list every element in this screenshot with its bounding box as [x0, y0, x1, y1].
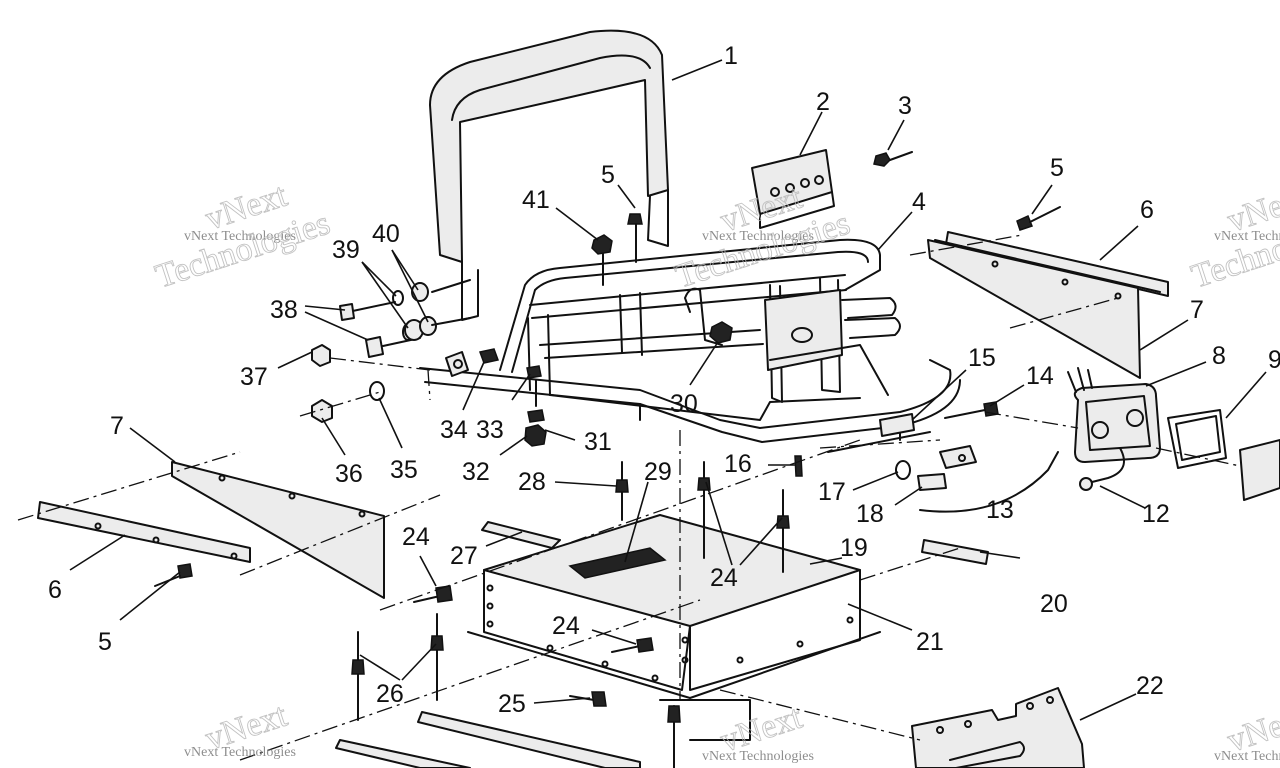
light-mount-hardware	[794, 401, 1059, 513]
stud-part-5-right	[1016, 206, 1061, 231]
bulb-part-12	[1079, 447, 1125, 491]
callout-8: 8	[1212, 342, 1226, 370]
stud-part-5-center	[627, 213, 643, 263]
callout-27: 27	[450, 542, 478, 570]
callout-15: 15	[968, 344, 996, 372]
callout-2: 2	[816, 88, 830, 116]
callout-7-right: 7	[1190, 296, 1204, 324]
callout-26: 26	[376, 680, 404, 708]
callout-29: 29	[644, 458, 672, 486]
callout-38: 38	[270, 296, 298, 324]
bolt-set-38-40	[339, 279, 471, 358]
callout-12: 12	[1142, 500, 1170, 528]
tail-light-lens	[1167, 409, 1280, 501]
callout-5-center: 5	[601, 161, 615, 189]
callout-34: 34	[440, 416, 468, 444]
battery-pad-part-29	[568, 547, 667, 579]
callout-7-left: 7	[110, 412, 124, 440]
svg-text:vNext Technologies: vNext Technologies	[702, 749, 814, 764]
callout-36: 36	[335, 460, 363, 488]
watermark-bottom-center: vNext vNext Technologies	[702, 698, 814, 764]
svg-text:vNext Technologies: vNext Technologies	[702, 229, 814, 244]
callout-37: 37	[240, 363, 268, 391]
mounting-bracket	[751, 149, 835, 229]
callout-40: 40	[372, 220, 400, 248]
svg-text:vNext Technologies: vNext Technologies	[184, 745, 296, 760]
callout-19: 19	[840, 534, 868, 562]
svg-text:vNext Technologies: vNext Technologies	[1214, 229, 1280, 244]
svg-text:vNext Technologies: vNext Technologies	[1214, 749, 1280, 764]
bottom-rails	[335, 699, 751, 768]
callout-16: 16	[724, 450, 752, 478]
callout-5-left: 5	[98, 628, 112, 656]
callout-31: 31	[584, 428, 612, 456]
callout-leaders	[69, 59, 1267, 721]
watermark-bottom-right: vNext vNext Technologies	[1214, 698, 1280, 764]
callout-32: 32	[462, 458, 490, 486]
callout-3: 3	[898, 92, 912, 120]
callout-9: 9	[1268, 346, 1280, 374]
callout-24-right: 24	[710, 564, 738, 592]
plate-part-22	[911, 687, 1085, 768]
panel-right-part-7	[927, 239, 1141, 379]
svg-text:vNext Technologies: vNext Technologies	[184, 229, 296, 244]
panel-left-part-7	[171, 461, 385, 599]
callout-17: 17	[818, 478, 846, 506]
backrest-pad	[429, 29, 669, 321]
luggage-rack-frame	[499, 238, 901, 421]
callout-39: 39	[332, 236, 360, 264]
assembly-centerlines	[17, 234, 1241, 761]
callout-25: 25	[498, 690, 526, 718]
callout-5-right: 5	[1050, 154, 1064, 182]
watermark-bottom-left: vNext vNext Technologies	[184, 696, 296, 760]
hardware-small-set	[311, 344, 547, 447]
watermark-top-left: vNext vNext Technologies Technologies	[151, 176, 335, 296]
nut-part-3	[873, 151, 913, 167]
callout-18: 18	[856, 500, 884, 528]
callout-labels: 1 2 3 4 5 5 5 6 6 7 7 8 9 12 13 14 15 16…	[48, 42, 1280, 718]
watermark-top-right: vNext vNext Technologies Technologies	[1187, 178, 1280, 296]
callout-41: 41	[522, 186, 550, 214]
callout-22: 22	[1136, 672, 1164, 700]
callout-13: 13	[986, 496, 1014, 524]
callout-33: 33	[476, 416, 504, 444]
callout-28: 28	[518, 468, 546, 496]
strip-part-27	[481, 521, 561, 549]
nut-part-41	[591, 234, 613, 286]
nut-part-30	[709, 321, 733, 344]
callout-14: 14	[1026, 362, 1054, 390]
callout-4: 4	[912, 188, 926, 216]
callout-24-left: 24	[402, 523, 430, 551]
callout-20: 20	[1040, 590, 1068, 618]
callout-30: 30	[670, 390, 698, 418]
callout-6-left: 6	[48, 576, 62, 604]
rail-right-part-6	[934, 231, 1169, 297]
battery-box-part-19	[467, 514, 881, 699]
callout-35: 35	[390, 456, 418, 484]
callout-24-bottom: 24	[552, 612, 580, 640]
strip-part-20	[921, 539, 989, 565]
stud-part-5-left	[154, 563, 193, 587]
rail-left-part-6	[37, 501, 251, 563]
callout-1: 1	[724, 42, 738, 70]
callout-21: 21	[916, 628, 944, 656]
washer-nut-35-36	[299, 381, 385, 423]
watermark-top-center: vNext vNext Technologies Technologies	[671, 178, 855, 296]
tail-light-housing	[1067, 367, 1161, 463]
callout-6-right: 6	[1140, 196, 1154, 224]
